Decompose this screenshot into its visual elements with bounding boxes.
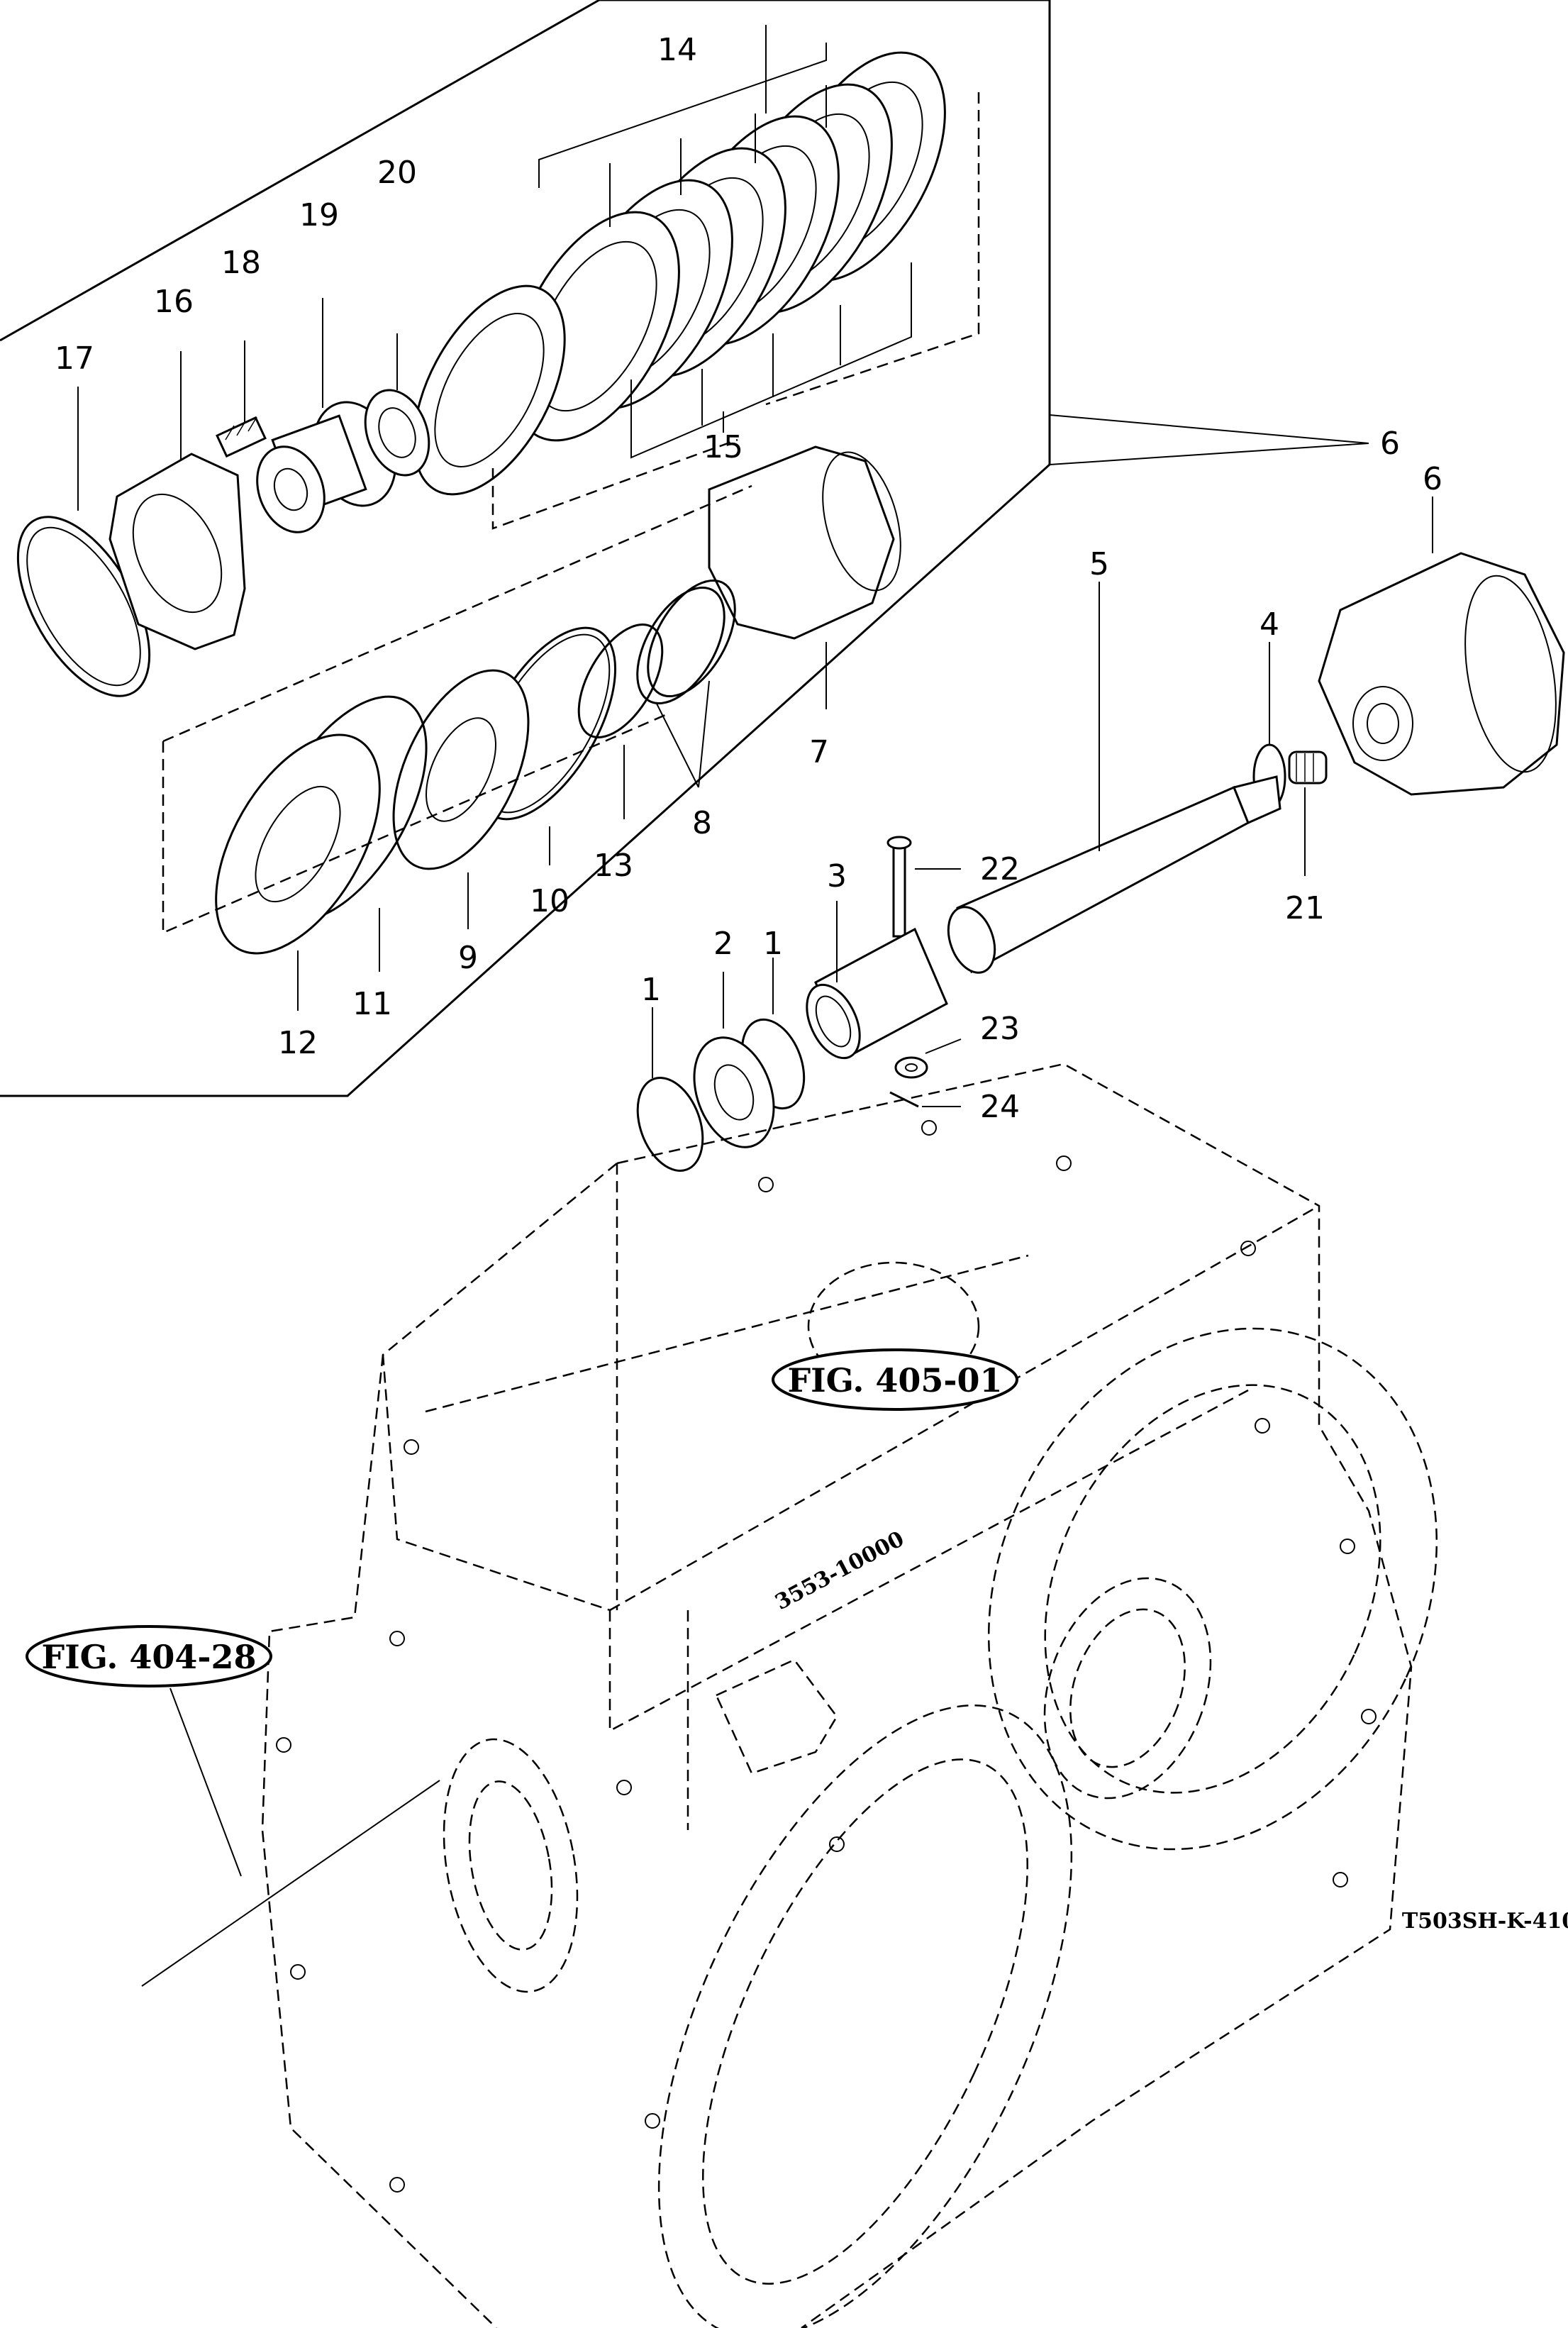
callout-8: 8 [692,805,712,841]
callout-22: 22 [980,851,1020,887]
callout-6-right: 6 [1423,461,1442,497]
casting-marking: 3553-10000 [771,1526,908,1615]
callout-12: 12 [278,1025,318,1061]
figure-ref-left-text: FIG. 404-28 [42,1638,257,1676]
callout-14: 14 [657,32,697,68]
callout-2: 2 [713,926,733,962]
drawing-code: T503SH-K-410 [1402,1909,1568,1934]
callout-15: 15 [704,429,743,465]
callout-labels: 1 1 2 3 4 5 6 6 7 8 9 10 11 12 13 14 15 … [55,32,1442,1125]
hub-parts-group [16,298,430,697]
callout-10: 10 [530,883,569,919]
shaft-parts-group [636,836,962,1172]
callout-21: 21 [1285,890,1325,926]
figure-ref-left[interactable]: FIG. 404-28 [26,1625,272,1687]
callout-18: 18 [221,245,261,281]
callout-7: 7 [809,734,829,770]
callout-1-right: 1 [763,926,783,962]
callout-6-top: 6 [1380,426,1400,462]
callout-23: 23 [980,1011,1020,1047]
callout-13: 13 [594,848,633,884]
transmission-case [261,1063,1438,2328]
callout-17: 17 [55,340,94,377]
callout-11: 11 [352,986,392,1022]
right-assembly [947,414,1565,974]
piston-parts-group [162,445,901,1011]
callout-1-left: 1 [641,972,661,1008]
callout-20: 20 [377,155,417,191]
callout-16: 16 [154,284,194,320]
callout-5: 5 [1089,546,1109,582]
fig-404-28-leader [169,1687,242,1877]
callout-4: 4 [1260,606,1279,643]
shaft-axis-line [141,1780,440,1987]
callout-3: 3 [827,858,847,894]
callout-9: 9 [458,940,478,976]
callout-19: 19 [299,197,339,233]
callout-24: 24 [980,1089,1020,1125]
figure-ref-upper-text: FIG. 405-01 [788,1361,1003,1399]
clutch-disc-pack [413,25,980,530]
figure-ref-upper[interactable]: FIG. 405-01 [772,1348,1018,1411]
